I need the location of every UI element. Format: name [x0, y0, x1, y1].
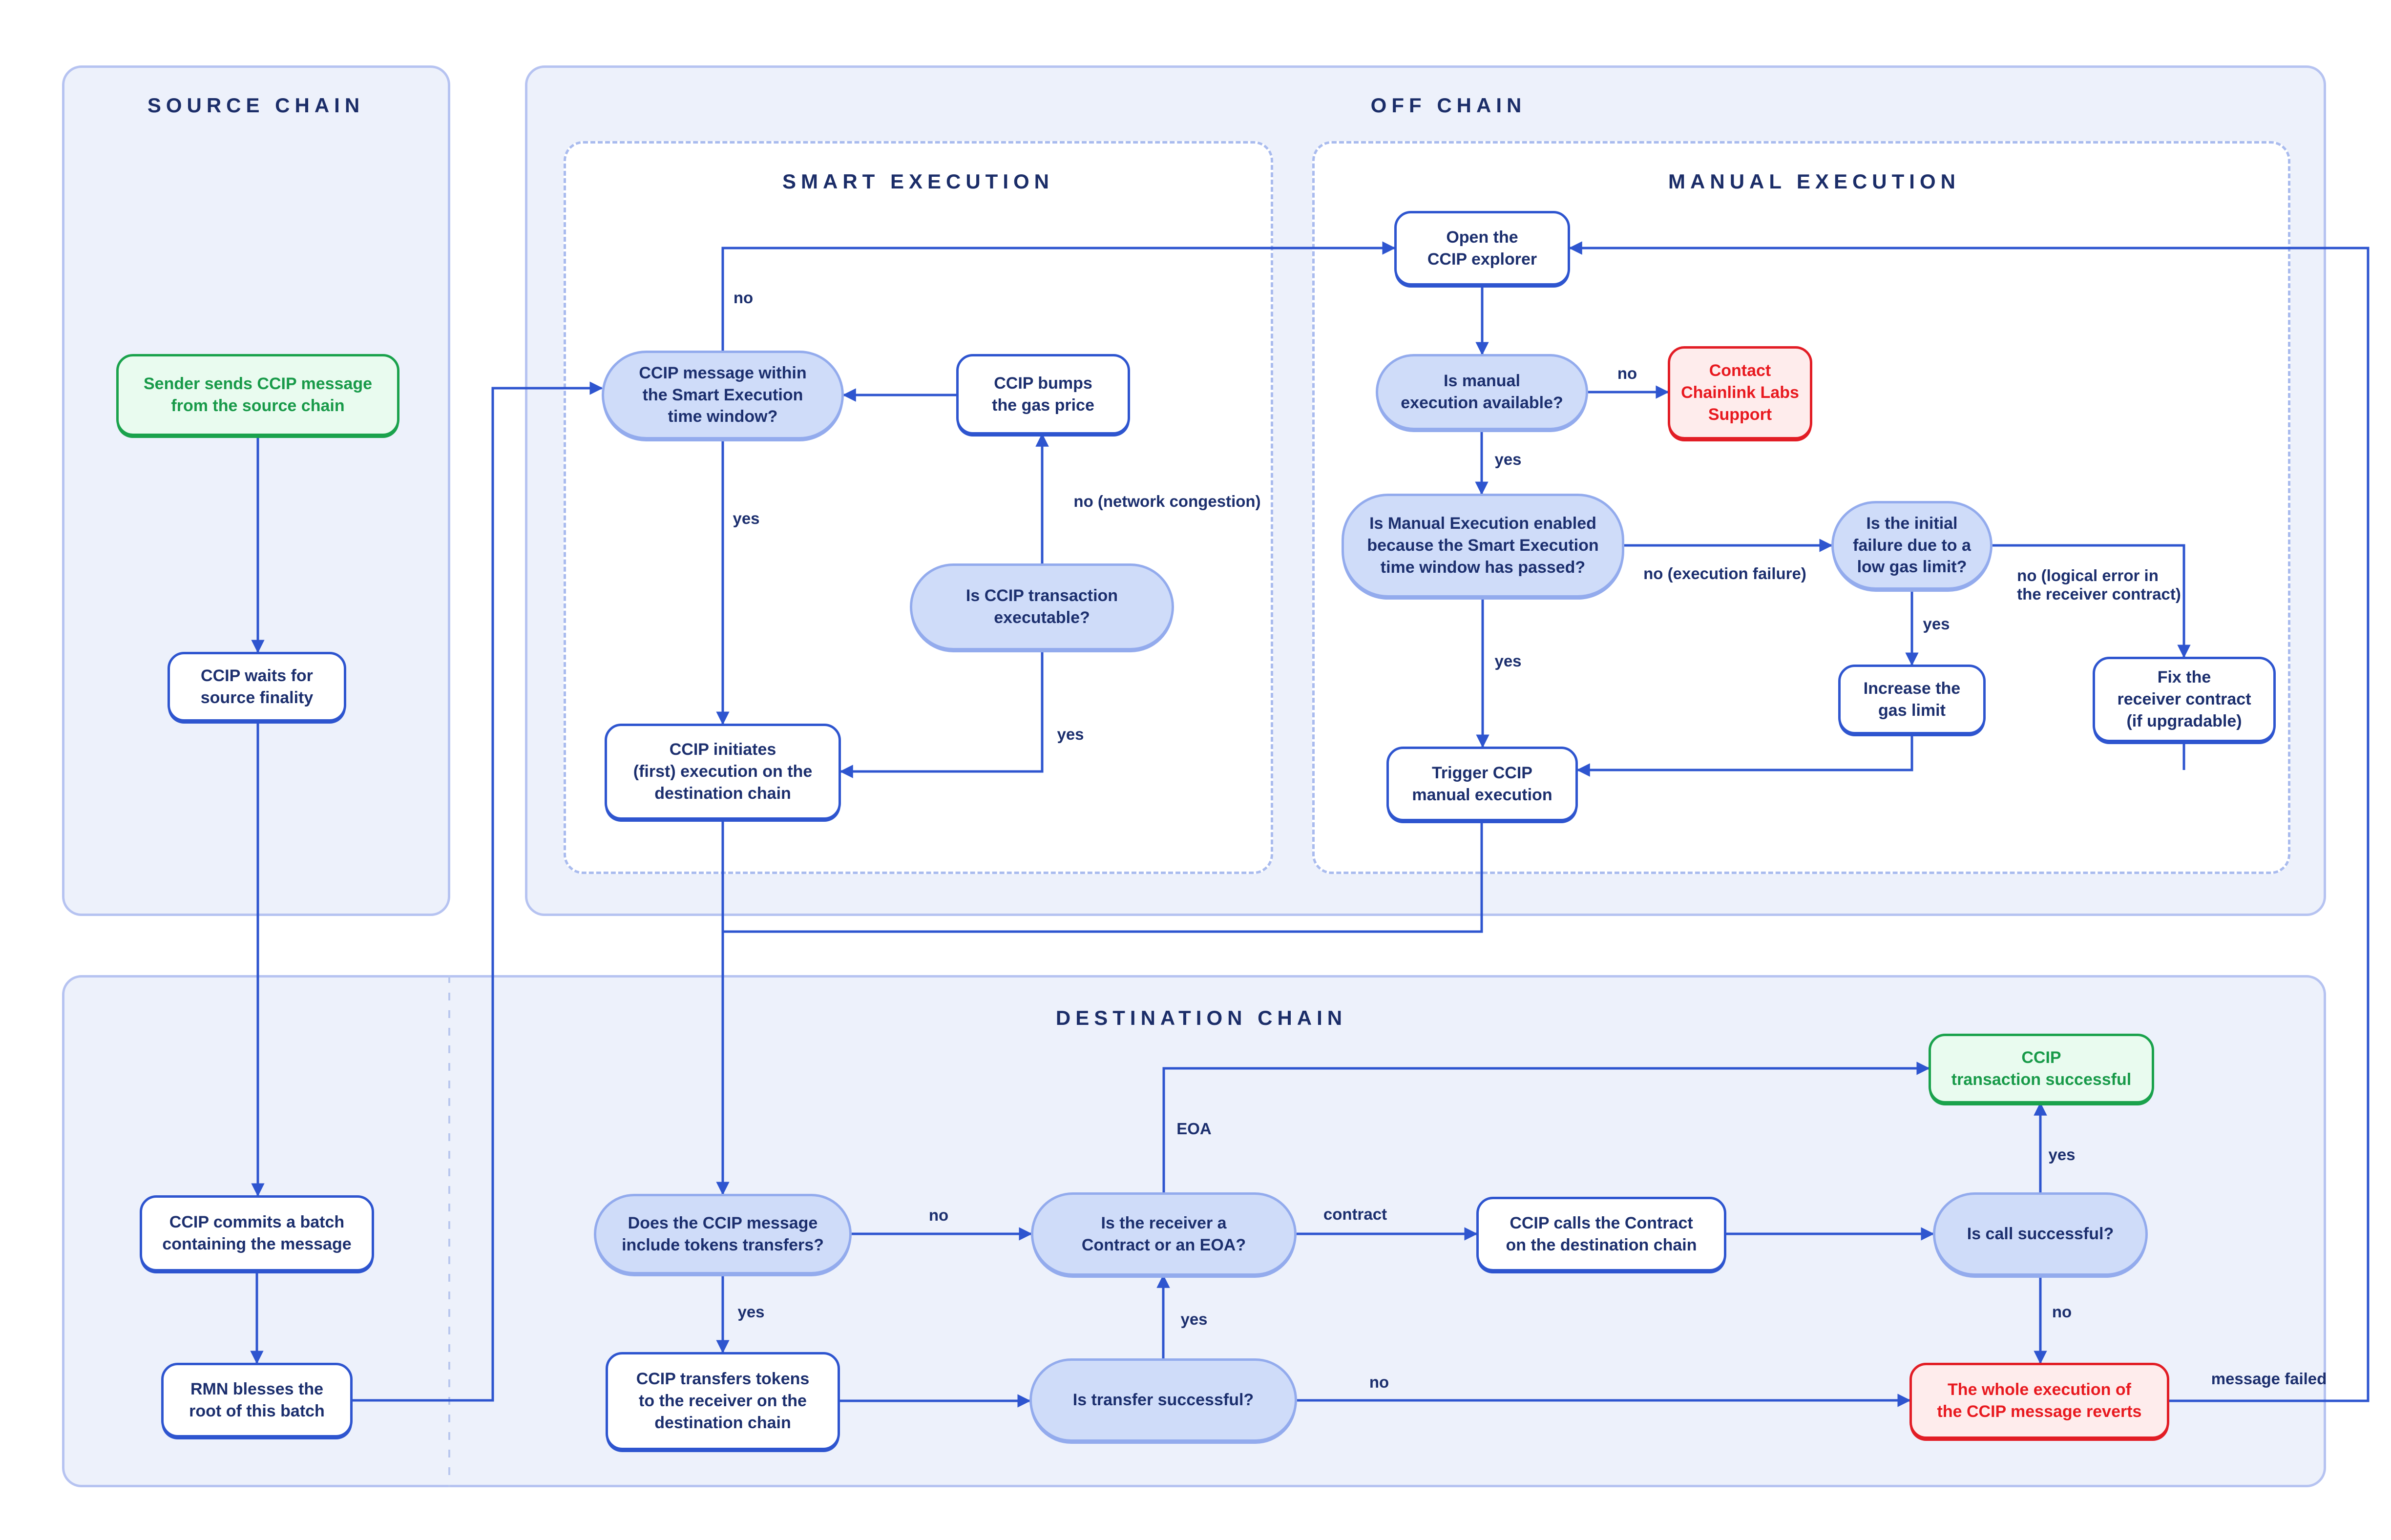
off-chain-title: OFF CHAIN [1370, 94, 1527, 117]
node-trigger-manual-execution: Trigger CCIP manual execution [1386, 747, 1578, 821]
node-initial-failure-low-gas: Is the initial failure due to a low gas … [1831, 501, 1992, 590]
edge-label-logical-error: no (logical error in the receiver contra… [2017, 566, 2181, 603]
node-fix-receiver-contract: Fix the receiver contract (if upgradable… [2093, 657, 2276, 742]
edge-label-manual-no: no [1617, 364, 1637, 382]
node-rmn-blesses-root: RMN blesses the root of this batch [161, 1363, 353, 1437]
node-ccip-calls-contract: CCIP calls the Contract on the destinati… [1476, 1197, 1726, 1271]
node-is-call-successful: Is call successful? [1933, 1192, 2148, 1276]
edge-label-message-failed: message failed [2211, 1370, 2327, 1388]
edge-label-contract: contract [1323, 1205, 1387, 1223]
edge-label-tokens-no: no [928, 1206, 949, 1224]
edge-label-network-congestion: no (network congestion) [1073, 492, 1261, 510]
edge-label-eoa: EOA [1176, 1120, 1212, 1138]
node-ccip-bumps-gas-price: CCIP bumps the gas price [956, 354, 1130, 435]
edge-label-call-yes: yes [2048, 1145, 2076, 1164]
node-includes-token-transfers: Does the CCIP message include tokens tra… [594, 1194, 852, 1274]
manual-execution-title: MANUAL EXECUTION [1668, 170, 1960, 193]
source-chain-title: SOURCE CHAIN [147, 94, 365, 117]
edge-label-enabled-yes: yes [1494, 652, 1522, 670]
node-receiver-contract-or-eoa: Is the receiver a Contract or an EOA? [1031, 1192, 1297, 1276]
node-manual-execution-available: Is manual execution available? [1376, 354, 1588, 430]
edge-label-smart-no: no [733, 289, 754, 307]
edge-label-manual-yes: yes [1494, 450, 1522, 468]
edge-label-execution-failure: no (execution failure) [1643, 564, 1806, 583]
node-execution-reverts: The whole execution of the CCIP message … [1909, 1363, 2169, 1439]
edge-label-transfer-no: no [1369, 1373, 1389, 1391]
node-sender-sends-message: Sender sends CCIP message from the sourc… [116, 354, 399, 436]
edge-label-executable-yes: yes [1057, 725, 1084, 743]
node-open-ccip-explorer: Open the CCIP explorer [1394, 211, 1570, 286]
node-ccip-waits-finality: CCIP waits for source finality [168, 652, 346, 722]
node-increase-gas-limit: Increase the gas limit [1838, 665, 1986, 734]
node-ccip-transaction-successful: CCIP transaction successful [1929, 1034, 2154, 1103]
edge-label-tokens-yes: yes [737, 1303, 765, 1321]
source-chain-panel [62, 65, 450, 916]
smart-execution-title: SMART EXECUTION [782, 170, 1054, 193]
node-contact-chainlink-support: Contact Chainlink Labs Support [1668, 346, 1812, 439]
node-ccip-initiates-execution: CCIP initiates (first) execution on the … [605, 724, 841, 820]
node-ccip-transfers-tokens: CCIP transfers tokens to the receiver on… [606, 1352, 840, 1450]
node-ccip-commits-batch: CCIP commits a batch containing the mess… [140, 1195, 374, 1271]
node-transaction-executable: Is CCIP transaction executable? [910, 563, 1174, 650]
node-message-within-window: CCIP message within the Smart Execution … [602, 351, 844, 439]
edge-label-low-gas-yes: yes [1923, 615, 1950, 633]
edge-label-transfer-yes: yes [1180, 1310, 1208, 1328]
edge-label-call-no: no [2052, 1303, 2072, 1321]
edge-label-smart-yes: yes [733, 509, 760, 527]
node-is-transfer-successful: Is transfer successful? [1029, 1358, 1297, 1442]
node-manual-execution-enabled: Is Manual Execution enabled because the … [1342, 494, 1624, 598]
destination-chain-title: DESTINATION CHAIN [1055, 1006, 1347, 1029]
